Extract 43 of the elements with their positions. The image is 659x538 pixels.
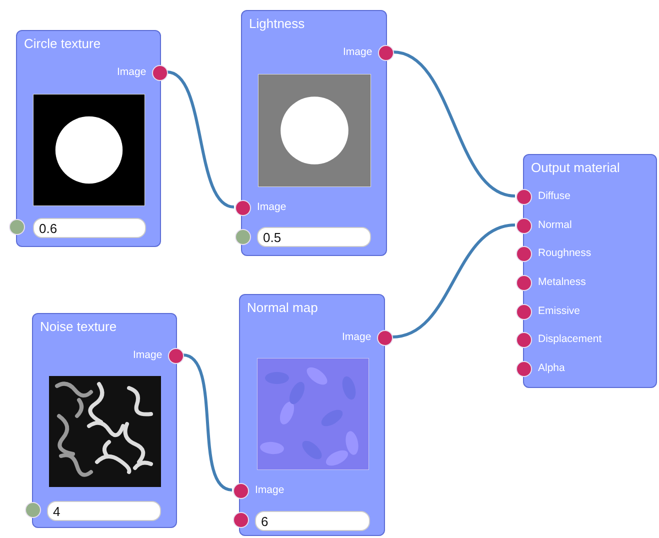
port-label: Alpha — [538, 362, 565, 374]
connector — [392, 224, 516, 338]
port-dot — [516, 304, 532, 320]
port-dot — [516, 189, 532, 205]
port-dot — [152, 65, 168, 81]
connector — [166, 70, 234, 208]
port-label: Metalness — [538, 276, 586, 288]
panel-title: Lightness — [249, 16, 305, 31]
input-field: 0.6 — [33, 218, 146, 238]
port-label: Image — [342, 331, 372, 343]
port-dot — [168, 348, 184, 364]
port-label: Image — [117, 66, 146, 78]
port-label: Image — [255, 484, 284, 496]
port-label: Displacement — [538, 333, 602, 345]
input-field: 0.5 — [257, 227, 371, 247]
port-label: Diffuse — [538, 190, 570, 202]
port-label: Roughness — [538, 247, 592, 259]
port-dot — [25, 502, 41, 518]
port-dot — [377, 330, 393, 346]
port-label: Normal — [538, 219, 572, 231]
input-field: 4 — [47, 501, 161, 521]
port-dot — [516, 361, 532, 377]
port-dot — [235, 229, 251, 245]
port-dot — [233, 512, 249, 528]
port-dot — [516, 275, 532, 291]
port-dot — [235, 200, 251, 216]
panel-title: Circle texture — [24, 36, 101, 51]
port-label: Image — [133, 349, 162, 361]
port-dot — [516, 332, 532, 348]
port-label: Image — [343, 46, 372, 58]
port-dot — [378, 45, 394, 61]
port-label: Emissive — [538, 305, 580, 317]
panel-title: Output material — [531, 160, 620, 175]
port-label: Image — [257, 201, 286, 213]
port-dot — [516, 218, 532, 234]
port-dot — [516, 246, 532, 262]
port-dot — [9, 219, 25, 235]
connector — [392, 50, 516, 198]
connector — [182, 354, 232, 492]
input-field: 6 — [255, 511, 370, 531]
panel-title: Normal map — [247, 300, 318, 315]
port-dot — [233, 483, 249, 499]
panel-title: Noise texture — [40, 319, 117, 334]
